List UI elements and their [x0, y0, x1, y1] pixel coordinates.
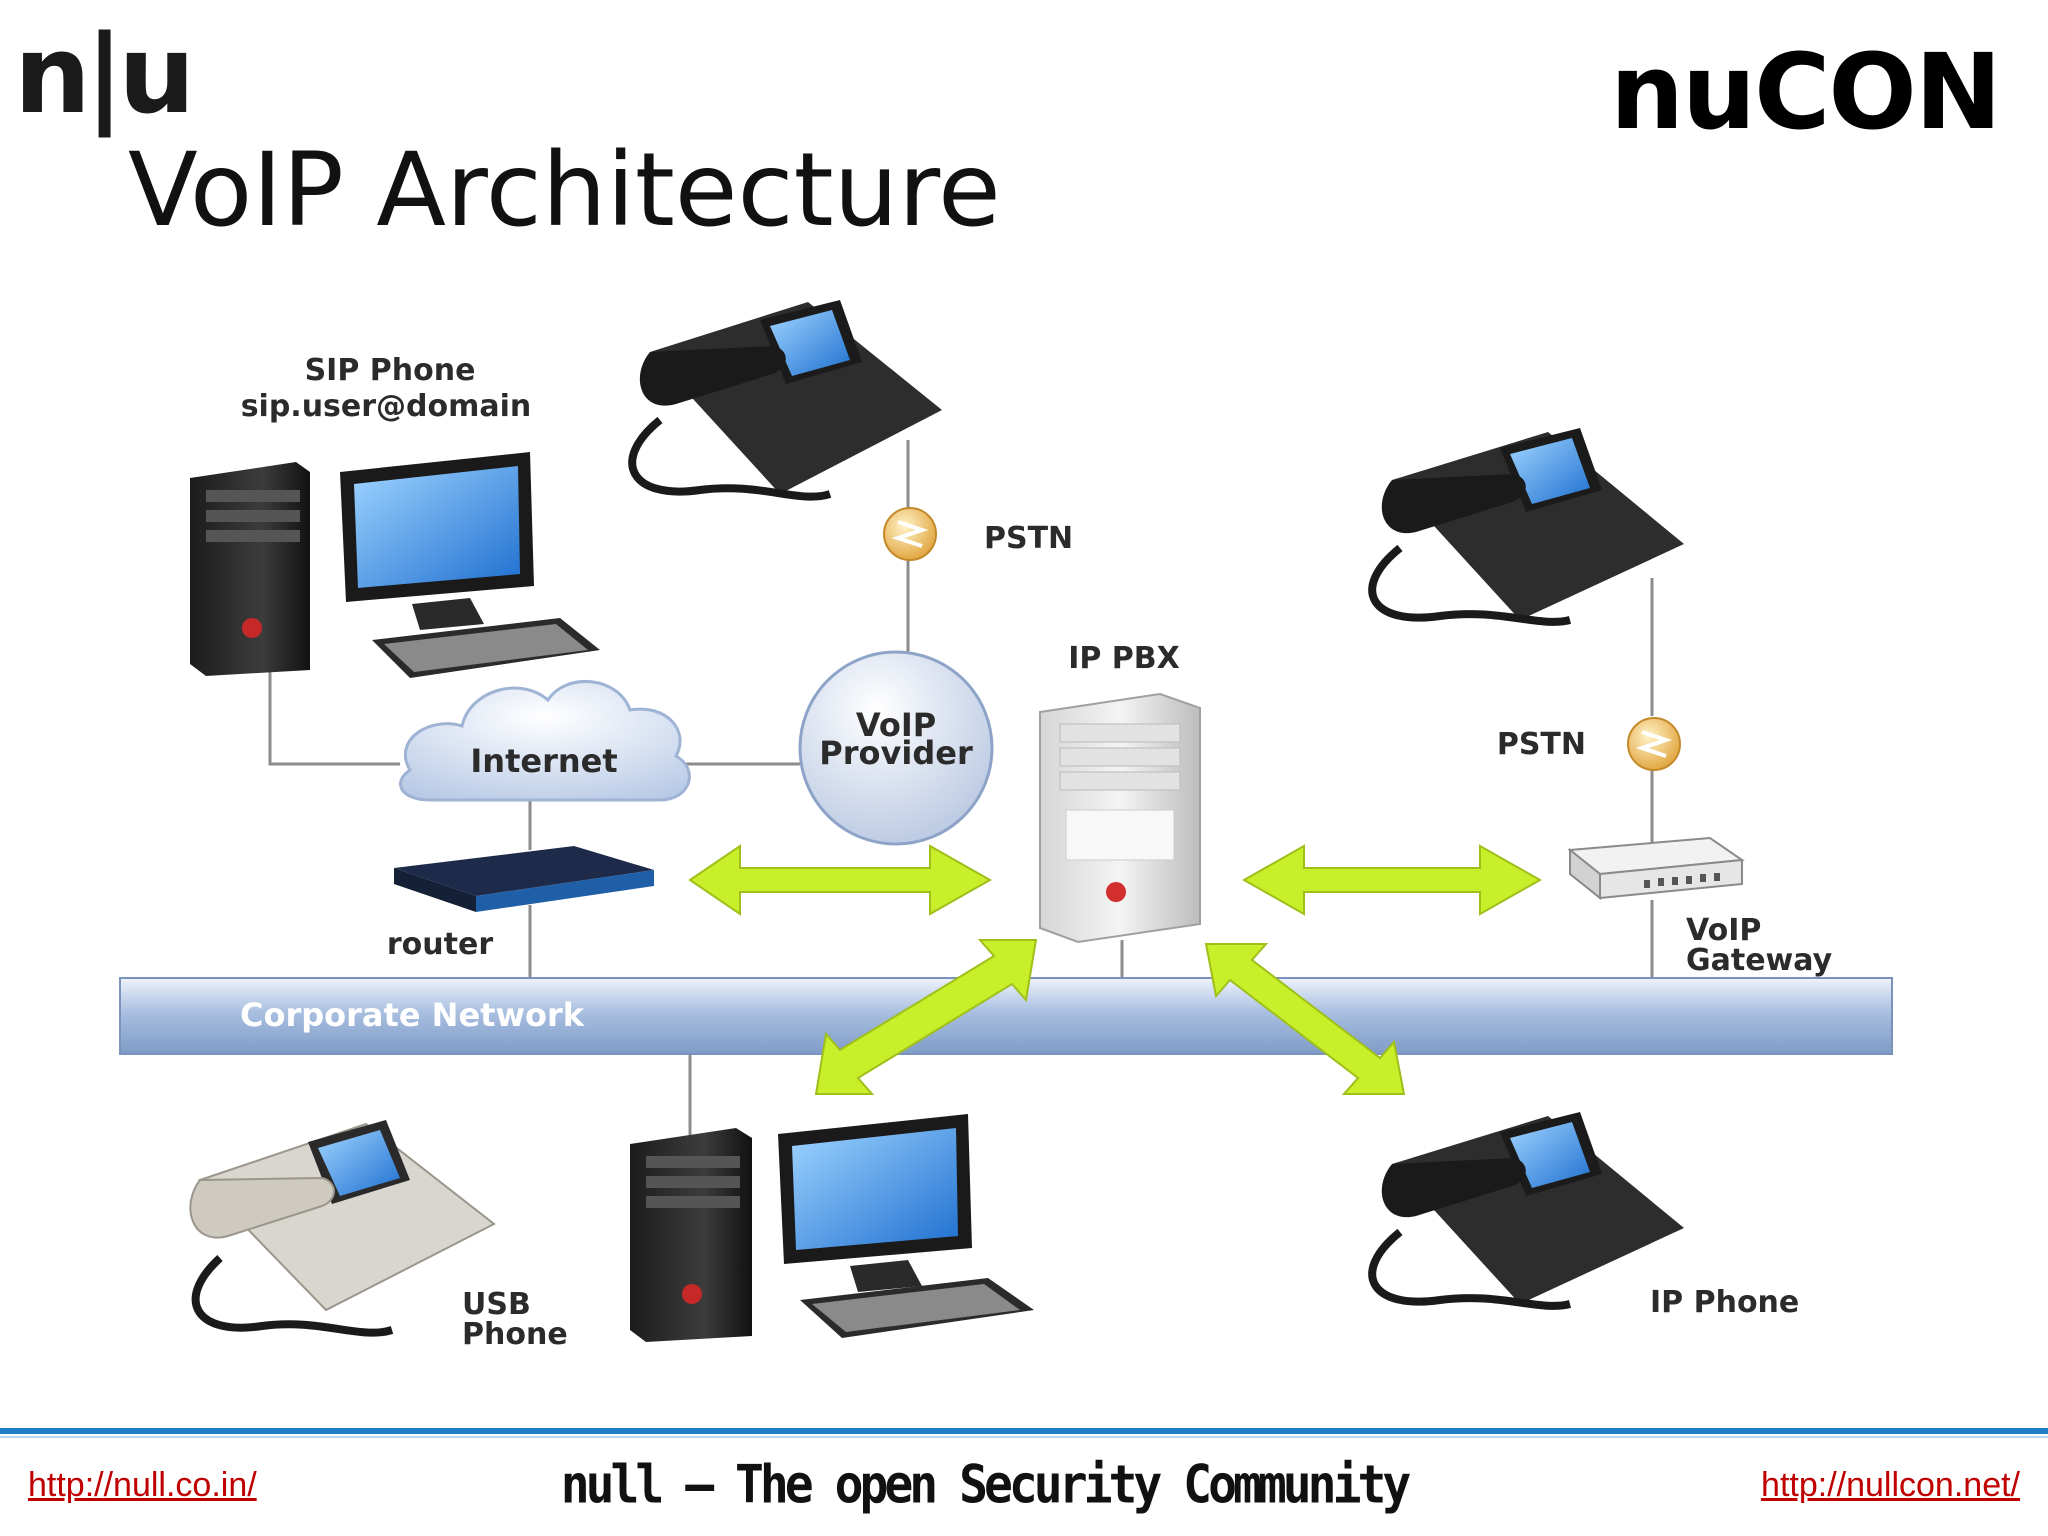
monitor-bottom-icon	[778, 1114, 972, 1292]
pc-tower-icon	[190, 462, 310, 676]
pstn-right-label: PSTN	[1497, 727, 1586, 762]
internet-label: Internet	[470, 742, 617, 780]
internet-cloud-icon	[399, 680, 691, 802]
slide-title: VoIP Architecture	[128, 131, 1001, 250]
ip-phone-icon	[1368, 1112, 1684, 1310]
ip-pbx-label: IP PBX	[1068, 641, 1180, 676]
usb-phone-icon	[189, 1120, 496, 1337]
voip-gateway-label-line2: Gateway	[1686, 943, 1833, 978]
router-label: router	[387, 927, 493, 962]
null-logo: n|u	[14, 13, 195, 138]
nullcon-logo: nuCON	[1610, 31, 2002, 153]
nullcon-website-link[interactable]: http://nullcon.net/	[1761, 1466, 2020, 1504]
voip-provider-label-line2: Provider	[819, 734, 973, 772]
router-icon	[394, 846, 654, 912]
bottom-computer	[630, 1114, 1034, 1342]
sip-phone-label: SIP Phone	[305, 353, 476, 388]
arrow-pbx-usb	[814, 939, 1038, 1095]
signal-arrows	[688, 844, 1543, 1095]
keyboard-bottom-icon	[800, 1278, 1034, 1338]
sip-phone-computer	[190, 452, 600, 678]
arrow-pbx-gateway	[1241, 844, 1543, 916]
corporate-network-label: Corporate Network	[240, 996, 585, 1034]
pstn-icon	[883, 507, 937, 561]
usb-phone-label-line2: Phone	[462, 1317, 568, 1352]
ip-phone-label: IP Phone	[1650, 1285, 1799, 1320]
keyboard-icon	[372, 618, 600, 678]
ip-pbx-server-icon	[1039, 692, 1201, 944]
voip-gateway-icon	[1567, 836, 1745, 901]
pc-tower-bottom-icon	[630, 1128, 752, 1342]
connector-sip-internet	[268, 668, 400, 766]
desk-phone-icon	[628, 300, 942, 501]
monitor-icon	[340, 452, 534, 630]
footer-divider-highlight	[0, 1436, 2048, 1438]
pstn-right-icon	[1627, 717, 1681, 771]
null-website-link[interactable]: http://null.co.in/	[28, 1466, 257, 1504]
corporate-network-bar: Corporate Network	[119, 977, 1893, 1055]
voip-provider-globe-icon	[798, 650, 994, 846]
pstn-top-label: PSTN	[984, 521, 1073, 556]
voip-provider-label-line1: VoIP	[856, 706, 936, 744]
desk-phone-right-icon	[1368, 428, 1684, 626]
arrow-pbx-ipphone	[1204, 943, 1406, 1095]
footer-divider	[0, 1428, 2048, 1434]
voip-gateway-label-line1: VoIP	[1686, 913, 1761, 948]
sip-phone-address-label: sip.user@domain	[241, 389, 532, 424]
usb-phone-label-line1: USB	[462, 1287, 531, 1322]
arrow-router-pbx	[688, 844, 993, 916]
footer-tagline: null – The open Security Community	[560, 1454, 1412, 1516]
